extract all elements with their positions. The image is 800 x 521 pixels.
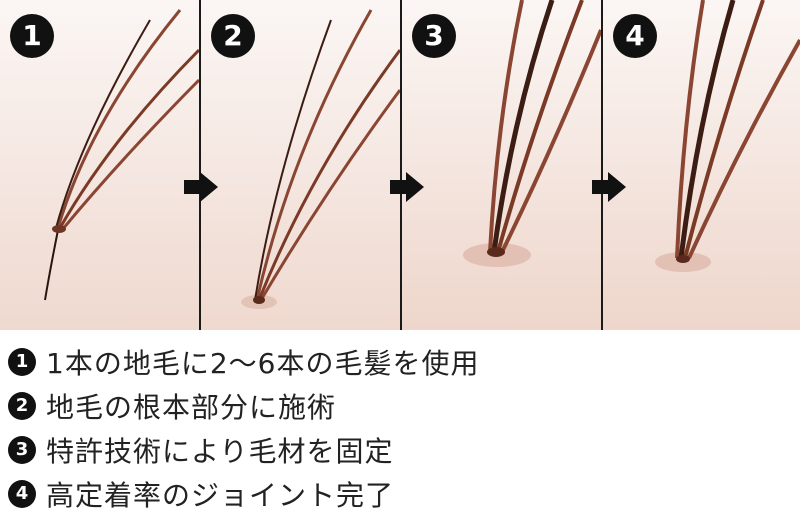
caption-number-badge: 3 bbox=[8, 436, 36, 464]
step-caption-2: 2 地毛の根本部分に施術 bbox=[8, 384, 788, 428]
right-arrow-icon bbox=[390, 172, 424, 202]
illustration-strip: 1 2 bbox=[0, 0, 800, 330]
panel-divider bbox=[601, 0, 603, 330]
step-caption-4: 4 高定着率のジョイント完了 bbox=[8, 472, 788, 516]
caption-text: 地毛の根本部分に施術 bbox=[46, 391, 337, 424]
right-arrow-icon bbox=[184, 172, 218, 202]
step-caption-1: 1 1本の地毛に2〜6本の毛髪を使用 bbox=[8, 340, 788, 384]
step-badge-4: 4 bbox=[613, 14, 657, 58]
caption-text: 特許技術により毛材を固定 bbox=[46, 435, 394, 468]
step-badge-1: 1 bbox=[10, 14, 54, 58]
step-caption-3: 3 特許技術により毛材を固定 bbox=[8, 428, 788, 472]
right-arrow-icon bbox=[592, 172, 626, 202]
caption-number-badge: 4 bbox=[8, 480, 36, 508]
caption-number-badge: 1 bbox=[8, 348, 36, 376]
step-caption-list: 1 1本の地毛に2〜6本の毛髪を使用 2 地毛の根本部分に施術 3 特許技術によ… bbox=[8, 340, 788, 516]
panel-divider bbox=[400, 0, 402, 330]
step-badge-2: 2 bbox=[211, 14, 255, 58]
step-badge-3: 3 bbox=[412, 14, 456, 58]
caption-text: 1本の地毛に2〜6本の毛髪を使用 bbox=[46, 347, 480, 380]
panel-divider bbox=[199, 0, 201, 330]
caption-text: 高定着率のジョイント完了 bbox=[46, 479, 395, 512]
caption-number-badge: 2 bbox=[8, 392, 36, 420]
